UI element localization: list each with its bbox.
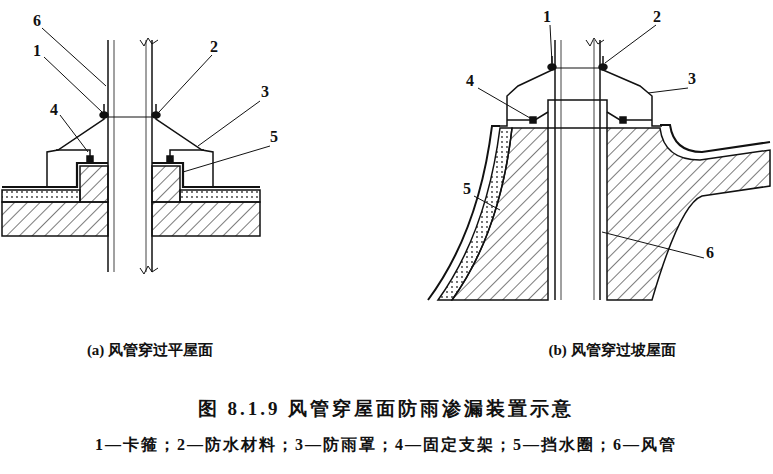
callout-number: 1 [33, 42, 41, 60]
callout-number: 1 [543, 8, 551, 26]
callout-number: 2 [653, 8, 661, 26]
callout-number: 5 [463, 180, 471, 198]
callout-number: 3 [261, 83, 269, 101]
sub-caption: (b) 风管穿过坡屋面 [548, 342, 675, 359]
callout-number: 3 [688, 70, 696, 88]
callout-number: 2 [210, 38, 218, 56]
figure-caption: 图 8.1.9 风管穿屋面防雨渗漏装置示意 [198, 398, 575, 420]
callout-number: 5 [270, 128, 278, 146]
callout-number: 4 [466, 72, 474, 90]
callout-number: 4 [50, 101, 58, 119]
sub-caption: (a) 风管穿过平屋面 [87, 342, 213, 359]
figure-key: 1—卡箍；2—防水材料；3—防雨罩；4—固定支架；5—挡水圈；6—风管 [95, 436, 677, 454]
callout-number: 6 [33, 12, 41, 30]
callout-number: 6 [706, 244, 714, 262]
